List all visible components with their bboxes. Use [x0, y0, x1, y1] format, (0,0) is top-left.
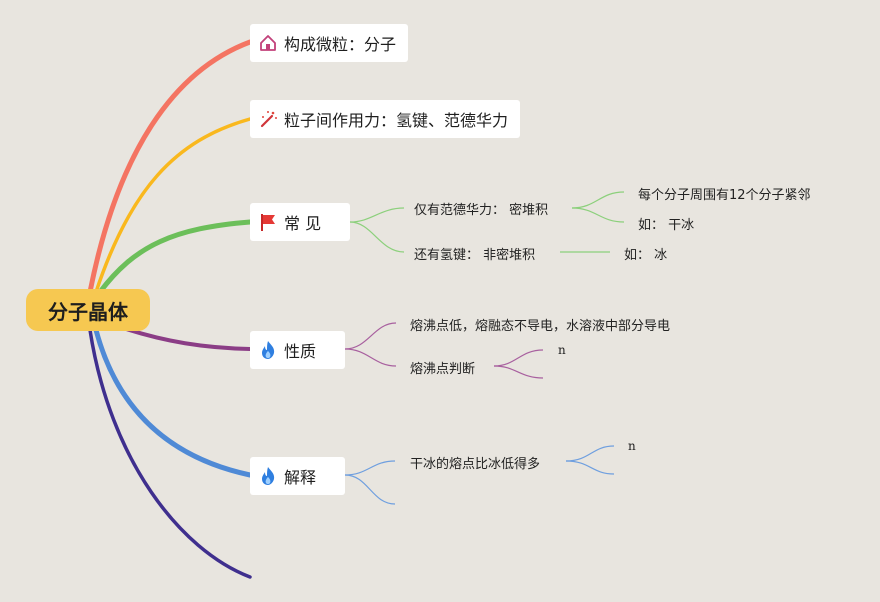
- topic-forces-label: 粒子间作用力：氢键、范德华力: [284, 111, 509, 130]
- topic-common-label: 常 见: [284, 214, 322, 233]
- flag-icon: [258, 212, 278, 232]
- branch-line-3: [97, 219, 253, 295]
- prop-line-4: [493, 365, 544, 379]
- subtopic-ice-example[interactable]: 如： 冰: [624, 248, 668, 263]
- common-line-4: [571, 207, 625, 223]
- topic-forces[interactable]: 粒子间作用力：氢键、范德华力: [250, 100, 521, 138]
- branch-line-4: [118, 325, 252, 351]
- common-line-2: [349, 221, 405, 253]
- branch-line-6: [88, 328, 252, 579]
- topic-properties-label: 性质: [284, 342, 317, 361]
- subtopic-dry-ice-lower[interactable]: 干冰的熔点比冰低得多: [410, 457, 541, 472]
- prop-line-1: [344, 322, 397, 350]
- fire-icon: [258, 466, 278, 486]
- common-line-1: [349, 207, 405, 223]
- magic-wand-icon: [258, 109, 278, 129]
- explain-line-3: [565, 445, 615, 462]
- root-topic[interactable]: 分子晶体: [26, 289, 150, 331]
- fire-icon: [258, 340, 278, 360]
- explain-line-1: [344, 460, 396, 476]
- topic-common[interactable]: 常 见: [250, 203, 350, 241]
- topic-properties[interactable]: 性质: [250, 331, 345, 369]
- home-icon: [258, 33, 278, 53]
- explain-line-4: [565, 460, 615, 475]
- root-topic-label: 分子晶体: [48, 299, 128, 324]
- explain-line-2: [344, 474, 396, 505]
- branch-line-5: [93, 327, 253, 478]
- subtopic-judge-child[interactable]: n: [558, 343, 566, 357]
- topic-explain-label: 解释: [284, 468, 317, 487]
- subtopic-low-melting-point[interactable]: 熔沸点低，熔融态不导电，水溶液中部分导电: [410, 319, 671, 334]
- branch-line-1: [87, 39, 253, 295]
- common-line-3: [571, 191, 625, 209]
- branch-line-2: [94, 117, 252, 294]
- topic-composition-label: 构成微粒：分子: [284, 35, 397, 54]
- subtopic-only-vdw[interactable]: 仅有范德华力： 密堆积: [414, 203, 549, 218]
- subtopic-judge-melting-point[interactable]: 熔沸点判断: [410, 362, 476, 377]
- subtopic-twelve-neighbors[interactable]: 每个分子周围有12个分子紧邻: [638, 188, 811, 203]
- prop-line-2: [344, 348, 397, 367]
- topic-composition[interactable]: 构成微粒：分子: [250, 24, 409, 62]
- subtopic-dry-ice-child[interactable]: n: [628, 439, 636, 453]
- prop-line-3: [493, 349, 544, 367]
- topic-explain[interactable]: 解释: [250, 457, 345, 495]
- subtopic-with-hbond[interactable]: 还有氢键： 非密堆积: [414, 248, 536, 263]
- subtopic-dry-ice-example[interactable]: 如： 干冰: [638, 218, 695, 233]
